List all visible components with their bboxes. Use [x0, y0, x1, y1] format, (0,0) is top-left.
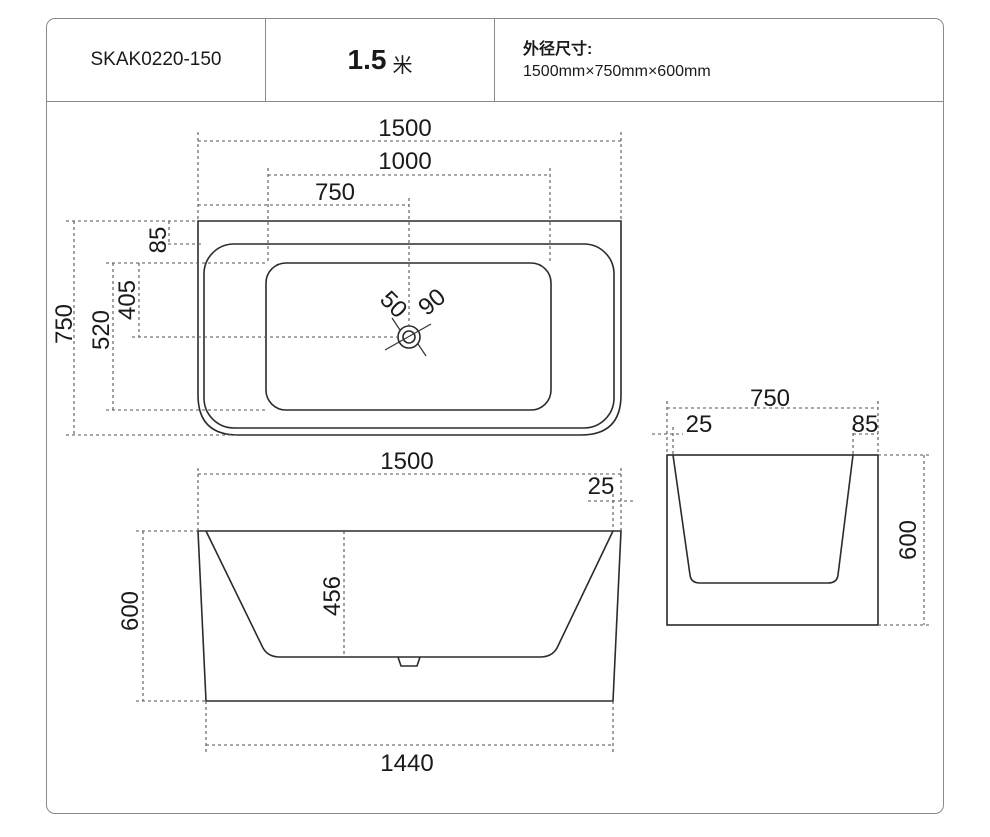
front-view: 1500 25 600 456 1440: [117, 448, 635, 777]
label-inner-width: 1000: [378, 148, 431, 175]
side-view: 750 25 85 600: [652, 385, 932, 626]
top-view-rim-line: [203, 243, 615, 429]
label-depth-405: 405: [114, 280, 141, 320]
top-view: 1500 1000 750 750 520 405 85 50 90: [51, 115, 622, 436]
label-rim-85: 85: [145, 227, 172, 254]
drawing-frame: SKAK0220-150 1.5 米 外径尺寸: 1500mm×750mm×60…: [46, 18, 944, 814]
label-drain-50: 50: [374, 286, 412, 324]
size-cell: 1.5 米: [266, 19, 495, 101]
label-drain-offset: 750: [315, 179, 355, 206]
side-view-inner-basin: [672, 454, 854, 584]
spec-header: SKAK0220-150 1.5 米 外径尺寸: 1500mm×750mm×60…: [47, 19, 943, 102]
drain-inner-circle: [402, 330, 416, 344]
label-side-height: 600: [895, 520, 922, 560]
label-base-width: 1440: [380, 750, 433, 777]
size-number: 1.5: [347, 44, 387, 75]
spec-value: 1500mm×750mm×600mm: [523, 63, 711, 80]
dimension-cell: 外径尺寸: 1500mm×750mm×600mm: [495, 19, 943, 101]
label-front-rim-25: 25: [588, 473, 615, 500]
label-side-rim-85: 85: [852, 411, 879, 438]
label-side-rim-25: 25: [686, 411, 713, 438]
label-top-width: 1500: [378, 115, 431, 142]
side-view-outline: [666, 454, 879, 626]
drain-diameter-line: [384, 323, 432, 351]
label-side-width: 750: [750, 385, 790, 412]
top-view-outer-outline: [197, 220, 622, 436]
model-cell: SKAK0220-150: [47, 19, 266, 101]
size-unit: 米: [392, 54, 413, 77]
label-front-height: 600: [117, 591, 144, 631]
label-inner-depth: 456: [319, 576, 346, 616]
drain-tick-a: [391, 317, 401, 331]
spec-label: 外径尺寸:: [523, 41, 593, 58]
model-number: SKAK0220-150: [90, 49, 222, 70]
front-view-inner-basin: [205, 530, 614, 658]
front-view-drain: [397, 656, 421, 667]
label-total-depth: 750: [51, 304, 78, 344]
front-view-outline: [197, 530, 622, 702]
label-front-width: 1500: [380, 448, 433, 475]
label-depth-520: 520: [88, 310, 115, 350]
label-drain-90: 90: [413, 283, 451, 321]
drain-tick-b: [417, 343, 427, 357]
